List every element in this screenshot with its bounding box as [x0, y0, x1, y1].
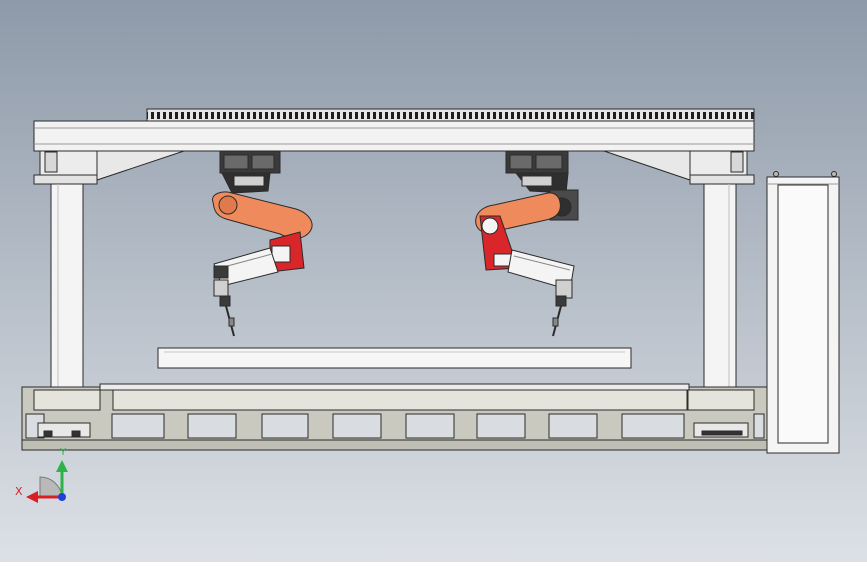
- left-robot-upper-arm: [212, 191, 313, 240]
- right-robot: [475, 150, 579, 337]
- left-column: [33, 150, 185, 388]
- left-robot-forearm: [213, 247, 279, 287]
- z-axis-dot: [58, 493, 66, 501]
- base-frame: [21, 383, 768, 451]
- left-robot: [212, 150, 313, 337]
- right-column: [603, 150, 755, 388]
- overhead-gantry: [33, 108, 755, 152]
- x-axis-label: X: [15, 485, 23, 498]
- gear-rack: [146, 108, 755, 122]
- y-axis-label: Y: [59, 447, 67, 458]
- control-cabinet: [766, 171, 840, 454]
- x-axis-arrowhead: [26, 491, 38, 503]
- gantry-beam: [33, 120, 755, 152]
- y-axis-arrowhead: [56, 460, 68, 472]
- coordinate-triad[interactable]: X Y: [15, 447, 68, 503]
- workpiece: [157, 347, 632, 369]
